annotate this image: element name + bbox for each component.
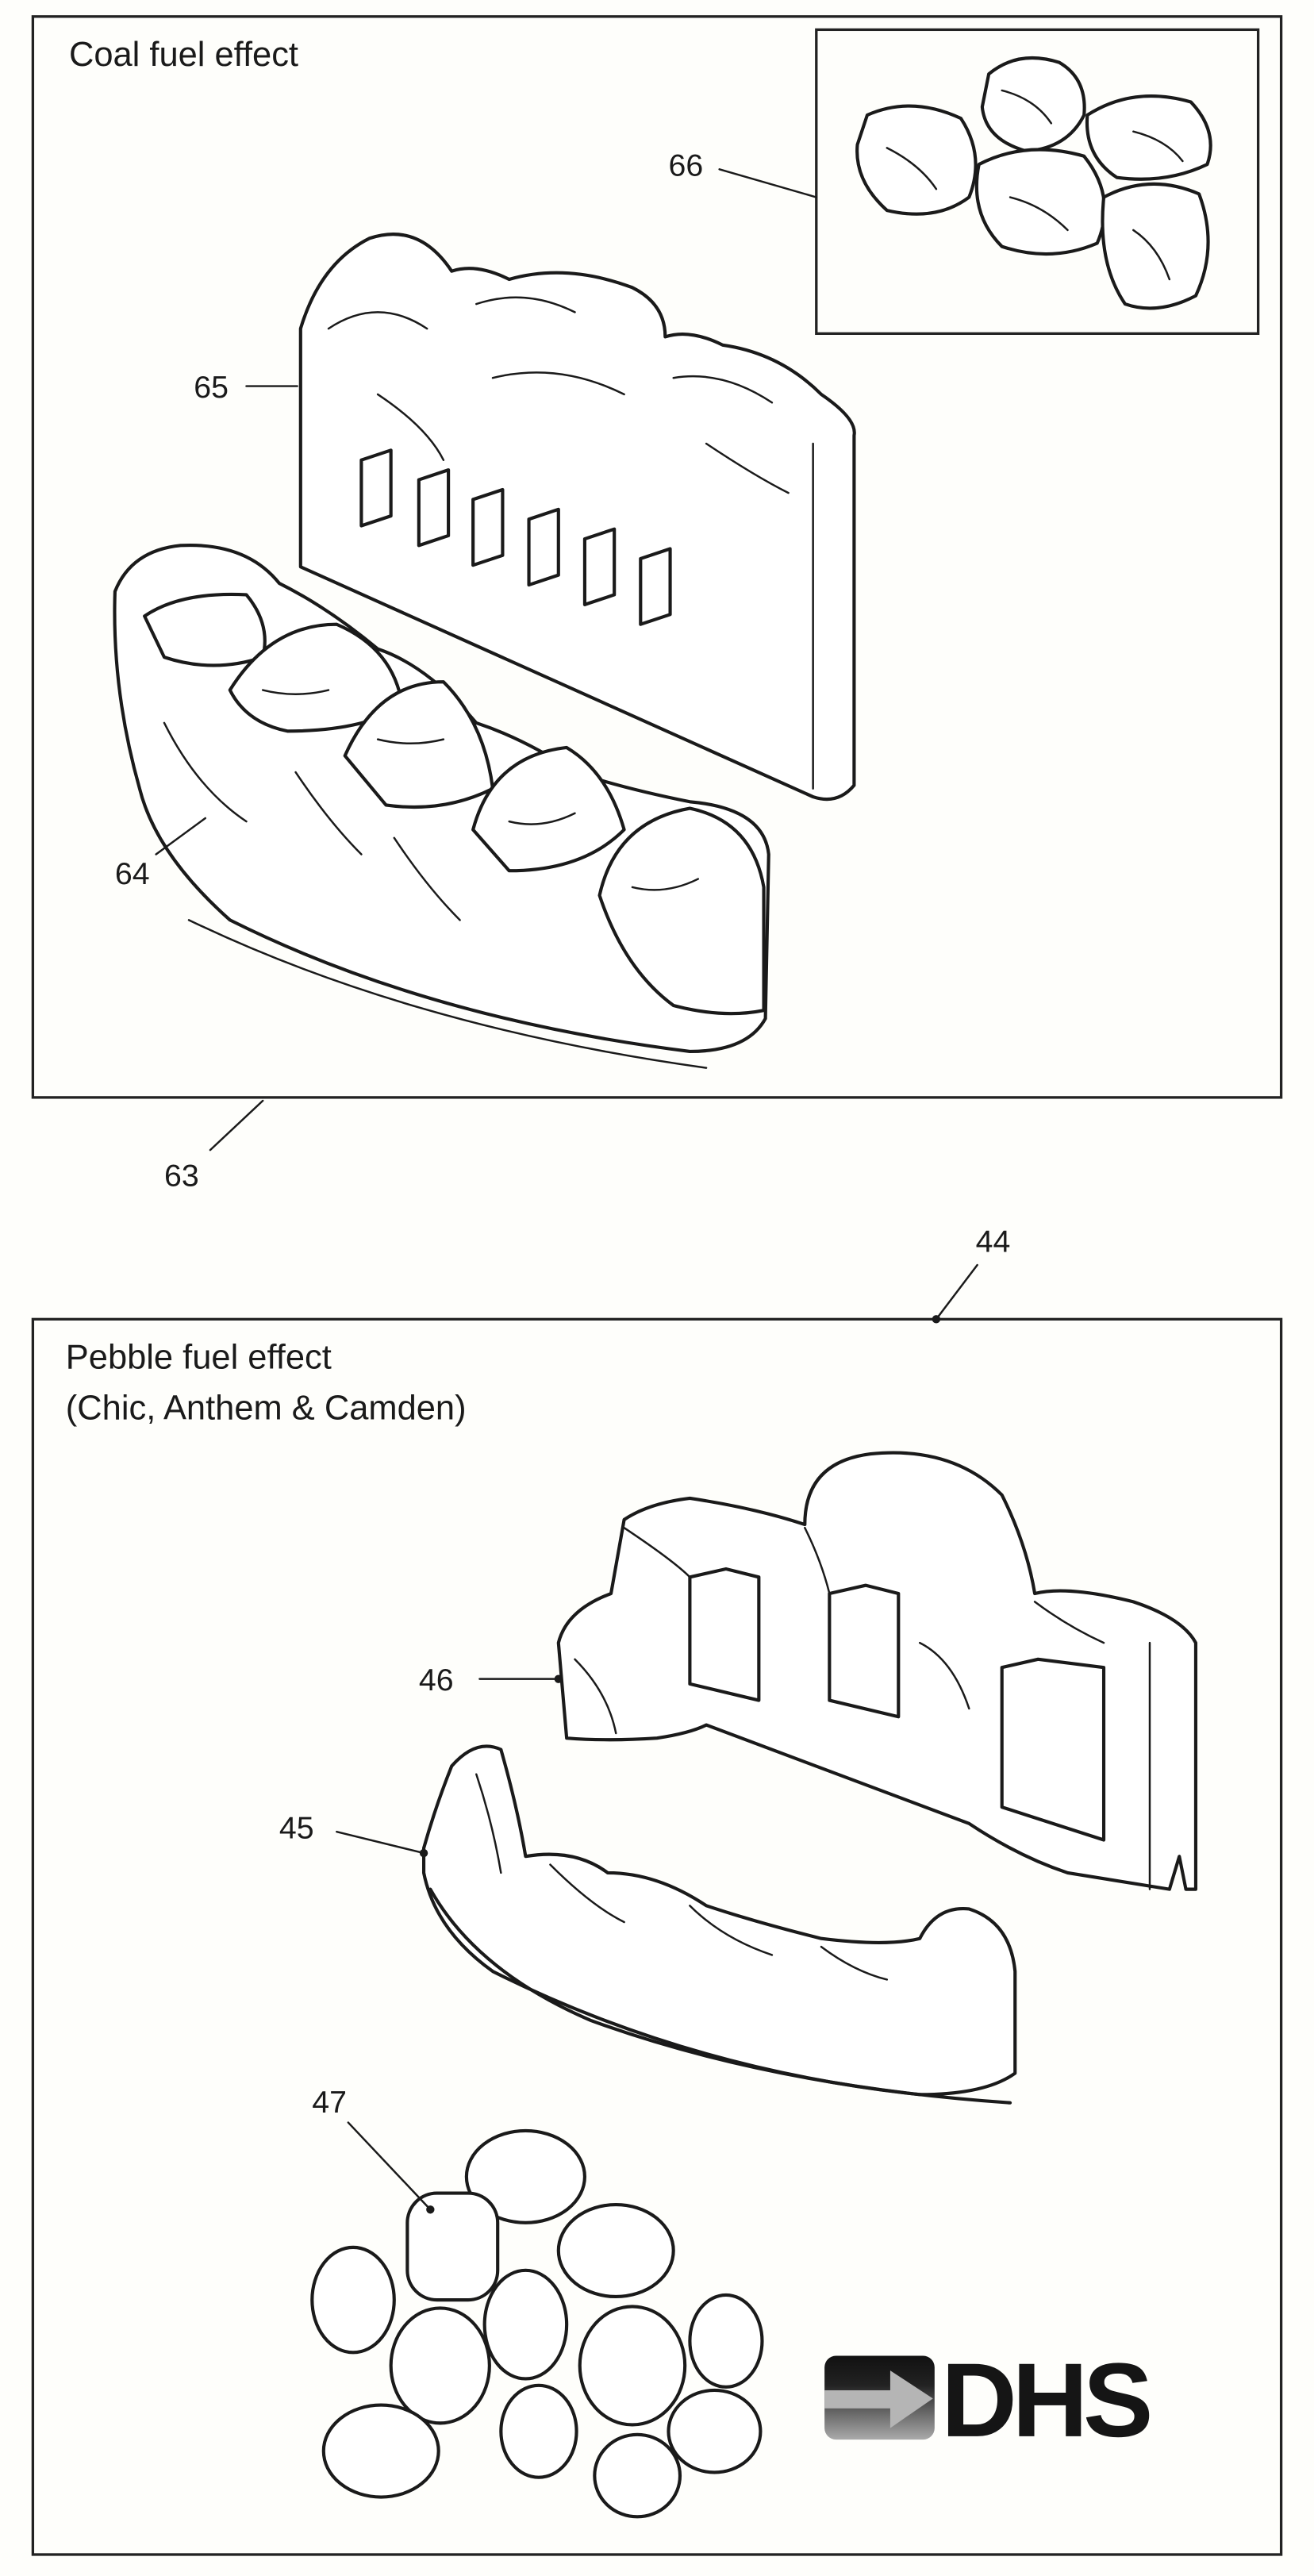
rear-coal-bed <box>298 233 856 802</box>
coal-piece <box>1101 182 1210 310</box>
rear-bed-slots <box>359 448 672 626</box>
dhs-logo: DHS <box>824 2342 1155 2459</box>
callout-46: 46 <box>419 1663 454 1697</box>
coal-panel-frame <box>31 15 1283 1099</box>
coals-inset-frame <box>815 28 1260 335</box>
callout-66: 66 <box>668 148 703 183</box>
dhs-logo-text: DHS <box>941 2342 1150 2459</box>
front-coal-bed <box>113 543 770 1069</box>
coals-inset <box>815 28 1260 335</box>
coal-piece <box>974 148 1107 256</box>
pebble-fuel-panel: Pebble fuel effect (Chic, Anthem & Camde… <box>31 1224 1283 2556</box>
coal-piece <box>1085 94 1212 181</box>
pebble-callouts: 44 46 45 47 <box>279 1224 1011 2214</box>
coal-fuel-panel: Coal fuel effect <box>31 15 1283 1194</box>
pebble-panel-title-line1: Pebble fuel effect <box>66 1338 332 1376</box>
callout-65: 65 <box>194 370 229 405</box>
callout-63: 63 <box>164 1159 199 1194</box>
coal-piece <box>855 104 978 216</box>
callout-64: 64 <box>115 856 150 891</box>
rear-pebble-bed <box>556 1451 1198 1891</box>
coal-panel-title: Coal fuel effect <box>69 36 298 74</box>
pebble-panel-title-line2: (Chic, Anthem & Camden) <box>66 1390 467 1428</box>
callout-45: 45 <box>279 1810 314 1845</box>
callout-47: 47 <box>312 2085 347 2120</box>
callout-44: 44 <box>976 1224 1011 1259</box>
pebble-panel-frame <box>31 1317 1283 2556</box>
coal-callouts: 66 65 64 63 <box>115 148 818 1194</box>
pebbles <box>310 2128 764 2519</box>
front-pebble-bed <box>421 1744 1017 2105</box>
